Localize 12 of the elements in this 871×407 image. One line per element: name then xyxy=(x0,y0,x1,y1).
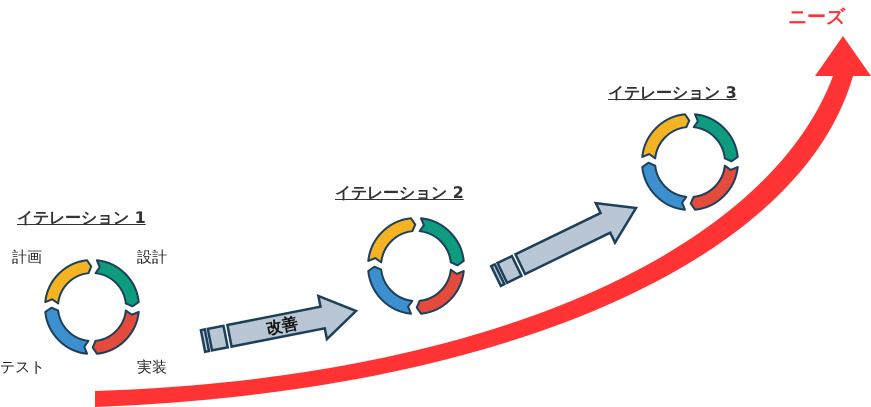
block-arrow xyxy=(199,294,358,354)
iteration-heading: イテレーション 2 xyxy=(335,183,464,203)
iteration-heading: イテレーション 3 xyxy=(608,83,737,103)
step-label: 設計 xyxy=(137,248,167,266)
step-label: 実装 xyxy=(137,358,167,376)
step-label: 計画 xyxy=(12,248,42,266)
step-label: テスト xyxy=(0,358,45,376)
iteration-heading: イテレーション 1 xyxy=(17,208,146,228)
curved-arrow xyxy=(95,36,871,407)
block-arrow xyxy=(490,202,638,288)
edge-label: 改善 xyxy=(264,314,300,338)
needs-label: ニーズ xyxy=(788,5,858,33)
